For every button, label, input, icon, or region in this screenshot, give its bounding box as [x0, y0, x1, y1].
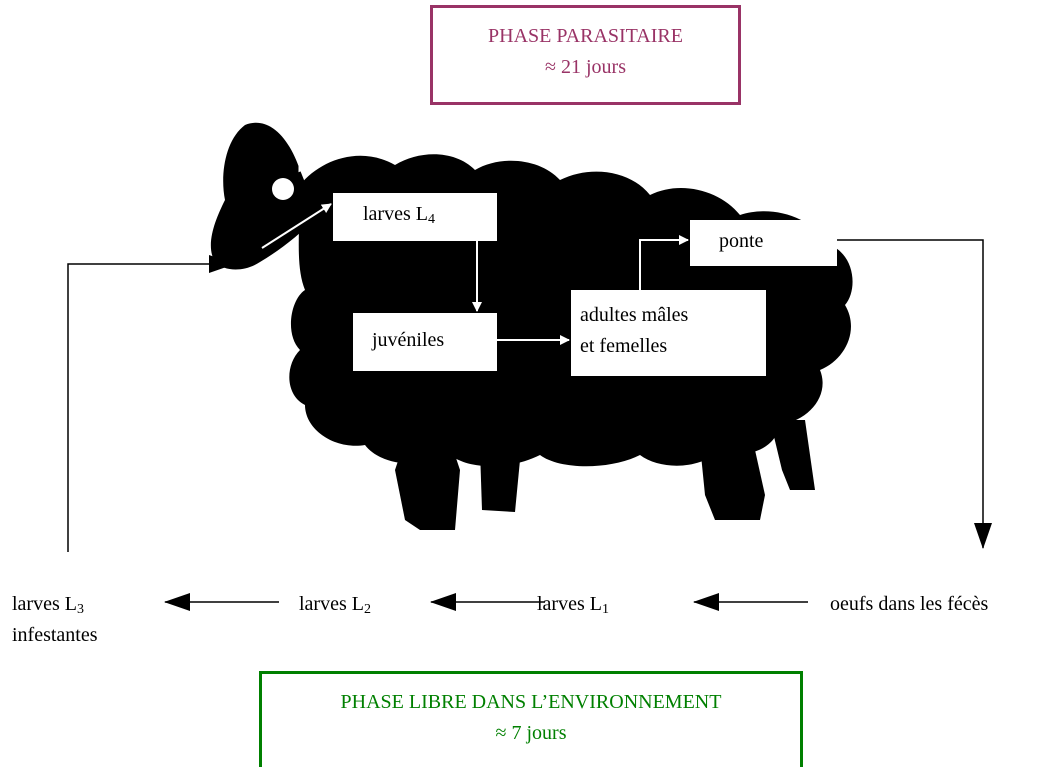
stage-larvae-l3-infective: infestantes [12, 624, 98, 646]
arrow-ponte-to-eggs [837, 239, 992, 549]
stage-larvae-l3: larves L3 infestantes [12, 589, 98, 651]
stage-juveniles: juvéniles [353, 313, 497, 371]
stage-ponte-label: ponte [719, 230, 764, 252]
stage-larvae-l4-label: larves L4 [363, 203, 497, 227]
sheep-eye [272, 178, 294, 200]
parasitic-phase-duration: ≈ 21 jours [545, 56, 626, 78]
stage-larvae-l1: larves L1 [537, 589, 609, 620]
stage-larvae-l3-text: larves L [12, 593, 77, 615]
sheep-ear [298, 131, 324, 173]
stage-larvae-l2-text: larves L [299, 593, 364, 615]
stage-larvae-l1-subscript: 1 [601, 602, 609, 617]
stage-eggs-label: oeufs dans les fécès [830, 593, 989, 615]
stage-adults-line2: et femelles [580, 335, 668, 357]
arrow-mouth-to-l4 [261, 203, 332, 249]
stage-juveniles-label: juvéniles [372, 329, 445, 351]
free-phase-duration: ≈ 7 jours [495, 722, 567, 744]
stage-larvae-l3-subscript: 3 [76, 602, 84, 617]
stage-larvae-l2-subscript: 2 [363, 602, 371, 617]
stage-adults-line1: adultes mâles [580, 304, 689, 326]
stage-larvae-l2: larves L2 [299, 589, 371, 620]
free-phase-box: PHASE LIBRE DANS L’ENVIRONNEMENT ≈ 7 jou… [259, 671, 803, 767]
stage-larvae-l1-text: larves L [537, 593, 602, 615]
arrow-adults-to-ponte [639, 235, 689, 290]
stage-eggs-in-feces: oeufs dans les fécès [830, 589, 988, 620]
stage-larvae-l4: larves L4 [333, 193, 497, 241]
parasitic-phase-box: PHASE PARASITAIRE ≈ 21 jours [430, 5, 741, 105]
arrow-l3-to-sheep [67, 255, 235, 552]
parasitic-phase-title: PHASE PARASITAIRE [488, 25, 683, 47]
stage-larvae-l4-subscript: 4 [427, 212, 435, 227]
stage-larvae-l4-text: larves L [363, 203, 428, 225]
free-phase-title: PHASE LIBRE DANS L’ENVIRONNEMENT [340, 691, 722, 713]
stage-adults: adultes mâles et femelles [571, 290, 766, 376]
stage-ponte: ponte [690, 220, 837, 266]
